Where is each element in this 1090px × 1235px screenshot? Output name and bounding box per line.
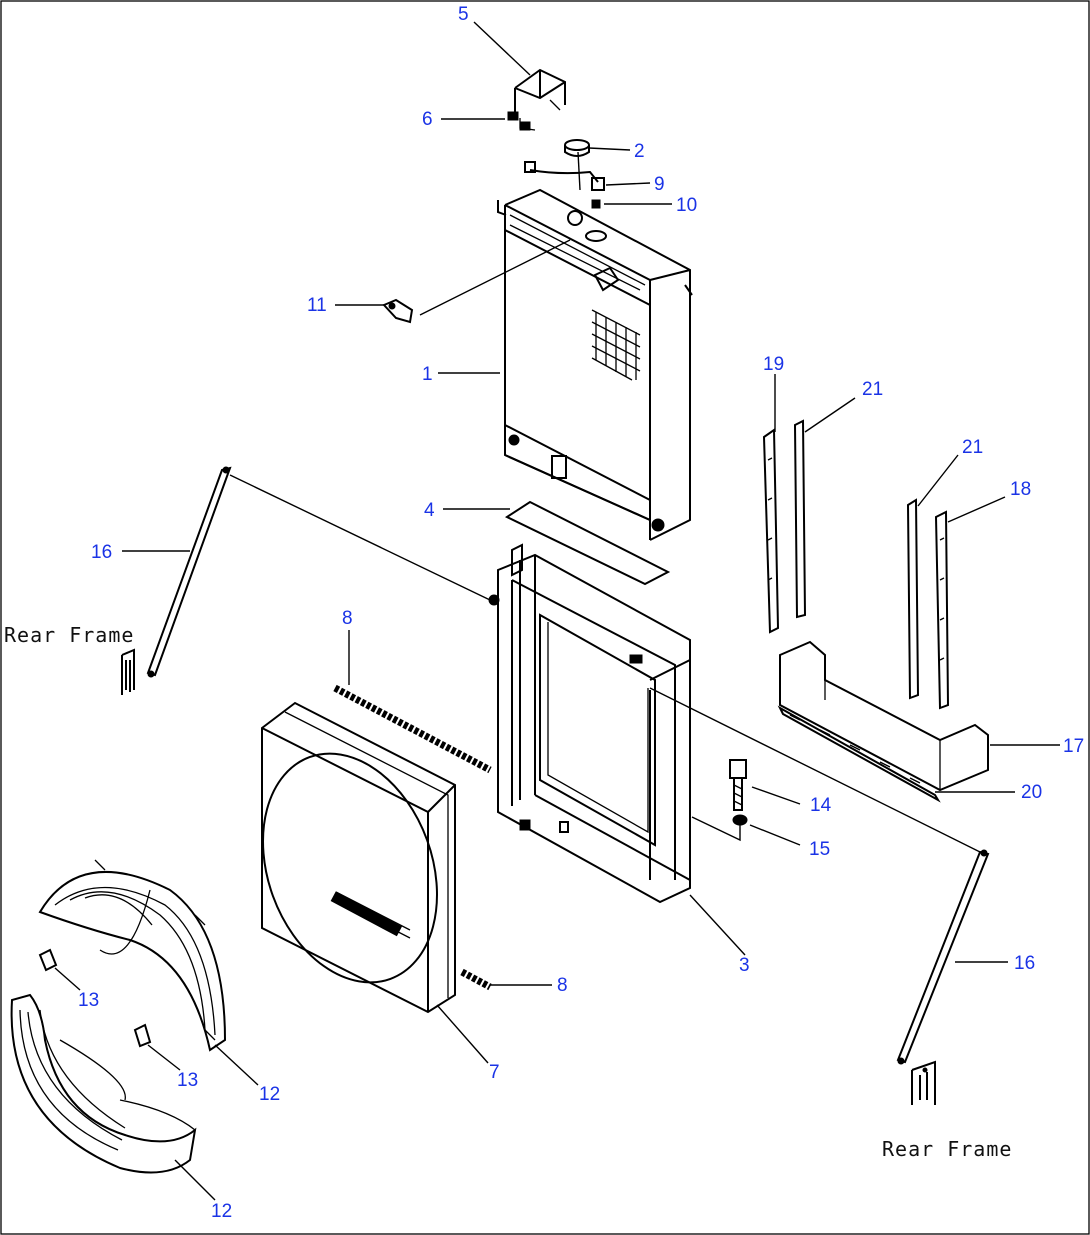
callout-5: 5 xyxy=(458,4,469,25)
callout-17: 17 xyxy=(1063,736,1084,757)
part-8-seal-top xyxy=(333,684,492,774)
callout-14: 14 xyxy=(810,795,832,816)
callout-16-right: 16 xyxy=(1014,953,1035,974)
assembly-lines xyxy=(229,151,981,853)
part-20-seal xyxy=(777,705,941,803)
callout-10: 10 xyxy=(676,195,697,216)
part-19-seal xyxy=(762,428,780,634)
part-12-guard-lower xyxy=(10,993,197,1174)
part-21-seal-right xyxy=(906,498,920,700)
part-9-hose xyxy=(524,161,605,191)
callout-13-upper: 13 xyxy=(78,990,99,1011)
part-12-guard-upper xyxy=(38,859,227,1052)
callout-8-bottom: 8 xyxy=(557,975,568,996)
part-2-cap xyxy=(564,139,590,157)
rear-frame-mount-left xyxy=(121,648,135,695)
callout-4: 4 xyxy=(424,500,435,521)
callout-21-left: 21 xyxy=(862,379,883,400)
callout-20: 20 xyxy=(1021,782,1042,803)
caption-rear-frame-right: Rear Frame xyxy=(882,1137,1012,1161)
part-21-seal-left xyxy=(793,419,807,619)
part-4-seal xyxy=(504,500,671,586)
part-14-bolt xyxy=(729,759,747,811)
part-5-bracket xyxy=(514,68,566,131)
part-1-radiator xyxy=(497,188,693,541)
part-7-shroud xyxy=(261,701,456,1014)
callout-6: 6 xyxy=(422,109,433,130)
callout-18: 18 xyxy=(1010,479,1031,500)
part-16-stay-right xyxy=(896,849,990,1065)
callout-9: 9 xyxy=(654,174,665,195)
part-11-sensor xyxy=(382,298,414,324)
callout-1: 1 xyxy=(422,364,433,385)
part-17-bracket xyxy=(779,640,989,792)
callout-16-left: 16 xyxy=(91,542,112,563)
caption-rear-frame-left: Rear Frame xyxy=(4,623,134,647)
callout-7: 7 xyxy=(489,1062,500,1083)
callout-11: 11 xyxy=(307,295,327,316)
part-13-clip-upper xyxy=(38,948,58,972)
part-6-bolts xyxy=(507,111,531,131)
part-3-frame xyxy=(488,543,691,904)
leader-lines xyxy=(54,21,1060,1201)
callout-12-upper: 12 xyxy=(259,1084,280,1105)
part-18-seal xyxy=(934,510,950,710)
callout-21-right: 21 xyxy=(962,437,983,458)
callout-19: 19 xyxy=(763,354,784,375)
part-13-clip-lower xyxy=(133,1023,152,1048)
callout-3: 3 xyxy=(739,955,750,976)
rear-frame-mount-right xyxy=(911,1060,936,1105)
callout-13-lower: 13 xyxy=(177,1070,198,1091)
part-10-plug xyxy=(591,199,601,209)
part-15-washer xyxy=(732,814,748,826)
part-16-stay-left xyxy=(146,466,232,678)
callout-labels: 5 6 2 9 10 11 1 19 21 21 18 4 16 8 17 20… xyxy=(78,4,1084,1222)
part-8-seal-bottom xyxy=(460,968,492,991)
callout-12-lower: 12 xyxy=(211,1201,232,1222)
callout-15: 15 xyxy=(809,839,830,860)
callout-2: 2 xyxy=(634,141,645,162)
callout-8-top: 8 xyxy=(342,608,353,629)
